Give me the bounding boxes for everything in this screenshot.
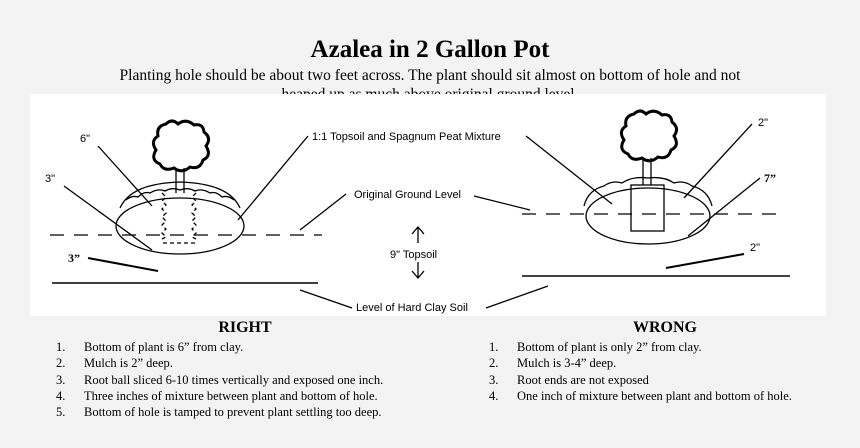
label-two-inch-bottom: 2" xyxy=(750,242,760,254)
list-item: 2. Mulch is 2” deep. xyxy=(56,355,383,371)
wrong-clay-leader xyxy=(485,285,549,309)
label-mixture: 1:1 Topsoil and Spagnum Peat Mixture xyxy=(312,131,501,143)
label-original-ground: Original Ground Level xyxy=(354,189,461,201)
wrong-mixture-leader xyxy=(525,135,613,205)
diagram-panel xyxy=(30,94,826,316)
topsoil-down-arrow xyxy=(411,262,425,279)
step-text: Bottom of plant is only 2” from clay. xyxy=(517,340,702,354)
step-number: 4. xyxy=(56,388,66,403)
step-number: 3. xyxy=(56,372,66,387)
label-three-inch-bold: 3” xyxy=(68,251,80,265)
list-item: 3. Root ball sliced 6-10 times vertically… xyxy=(56,372,383,388)
right-ground-leader xyxy=(299,193,347,231)
page-title: Azalea in 2 Gallon Pot xyxy=(310,36,550,63)
wrong-steps-list: 1.Bottom of plant is only 2” from clay. … xyxy=(489,339,792,404)
step-number: 1. xyxy=(56,340,66,354)
step-number: 3. xyxy=(489,372,499,387)
list-item: 2. Mulch is 3-4” deep. xyxy=(489,355,792,371)
wrong-two-bottom-leader xyxy=(665,253,745,269)
right-clay-leader xyxy=(299,289,353,309)
step-text: Bottom of plant is 6” from clay. xyxy=(84,340,244,354)
step-text: Mulch is 3-4” deep. xyxy=(517,356,617,371)
right-root-ball xyxy=(161,192,197,244)
wrong-shrub-canopy xyxy=(619,109,679,163)
label-seven-inch: 7” xyxy=(764,171,776,185)
wrong-planting-hole xyxy=(585,187,711,245)
wrong-mulch-mound xyxy=(583,176,713,207)
label-nine-topsoil: 9" Topsoil xyxy=(390,249,437,261)
step-text: One inch of mixture between plant and bo… xyxy=(517,388,792,403)
wrong-heading: WRONG xyxy=(633,319,697,336)
right-shrub-canopy xyxy=(151,119,211,173)
wrong-ground-leader xyxy=(473,195,531,211)
right-steps-list: 1. Bottom of plant is 6” from clay. 2. Mul… xyxy=(56,339,383,420)
wrong-two-top-leader xyxy=(683,123,753,199)
right-six-leader xyxy=(97,145,153,207)
step-text: Mulch is 2” deep. xyxy=(84,356,173,371)
label-six-inch: 6" xyxy=(80,133,90,145)
right-heading: RIGHT xyxy=(218,319,272,336)
right-mulch-mound xyxy=(119,181,241,209)
list-item: 4. One inch of mixture between plant and … xyxy=(489,388,792,404)
label-two-inch-top: 2" xyxy=(758,117,768,129)
step-number: 4. xyxy=(489,388,499,403)
list-item: 3. Root ends are not exposed xyxy=(489,372,792,388)
list-item: 1. Bottom of plant is 6” from clay. xyxy=(56,339,383,355)
list-item: 1. Bottom of plant is only 2” from clay. xyxy=(489,339,792,355)
wrong-seven-leader xyxy=(687,177,761,237)
step-text: Three inches of mixture between plant an… xyxy=(84,388,378,403)
list-item: 4. Three inches of mixture between plant … xyxy=(56,388,383,404)
right-mixture-leader xyxy=(237,135,309,221)
list-item: 5. Bottom of hole is tamped to prevent pl… xyxy=(56,404,383,420)
step-text: Root ends are not exposed xyxy=(517,372,649,387)
right-three-leader xyxy=(63,185,153,251)
step-text: Bottom of hole is tamped to prevent plan… xyxy=(84,405,382,420)
step-text: Root ball sliced 6-10 times vertically a… xyxy=(84,372,384,387)
label-three-inch: 3" xyxy=(45,173,55,185)
label-hard-clay: Level of Hard Clay Soil xyxy=(356,302,468,314)
step-number: 2. xyxy=(489,356,499,371)
step-number: 2. xyxy=(56,356,66,371)
step-number: 1. xyxy=(489,340,499,354)
right-planting-hole xyxy=(115,197,245,255)
right-three-bold-leader xyxy=(87,257,159,272)
topsoil-up-arrow xyxy=(411,226,425,243)
wrong-root-ball xyxy=(630,184,665,232)
step-number: 5. xyxy=(56,405,66,420)
